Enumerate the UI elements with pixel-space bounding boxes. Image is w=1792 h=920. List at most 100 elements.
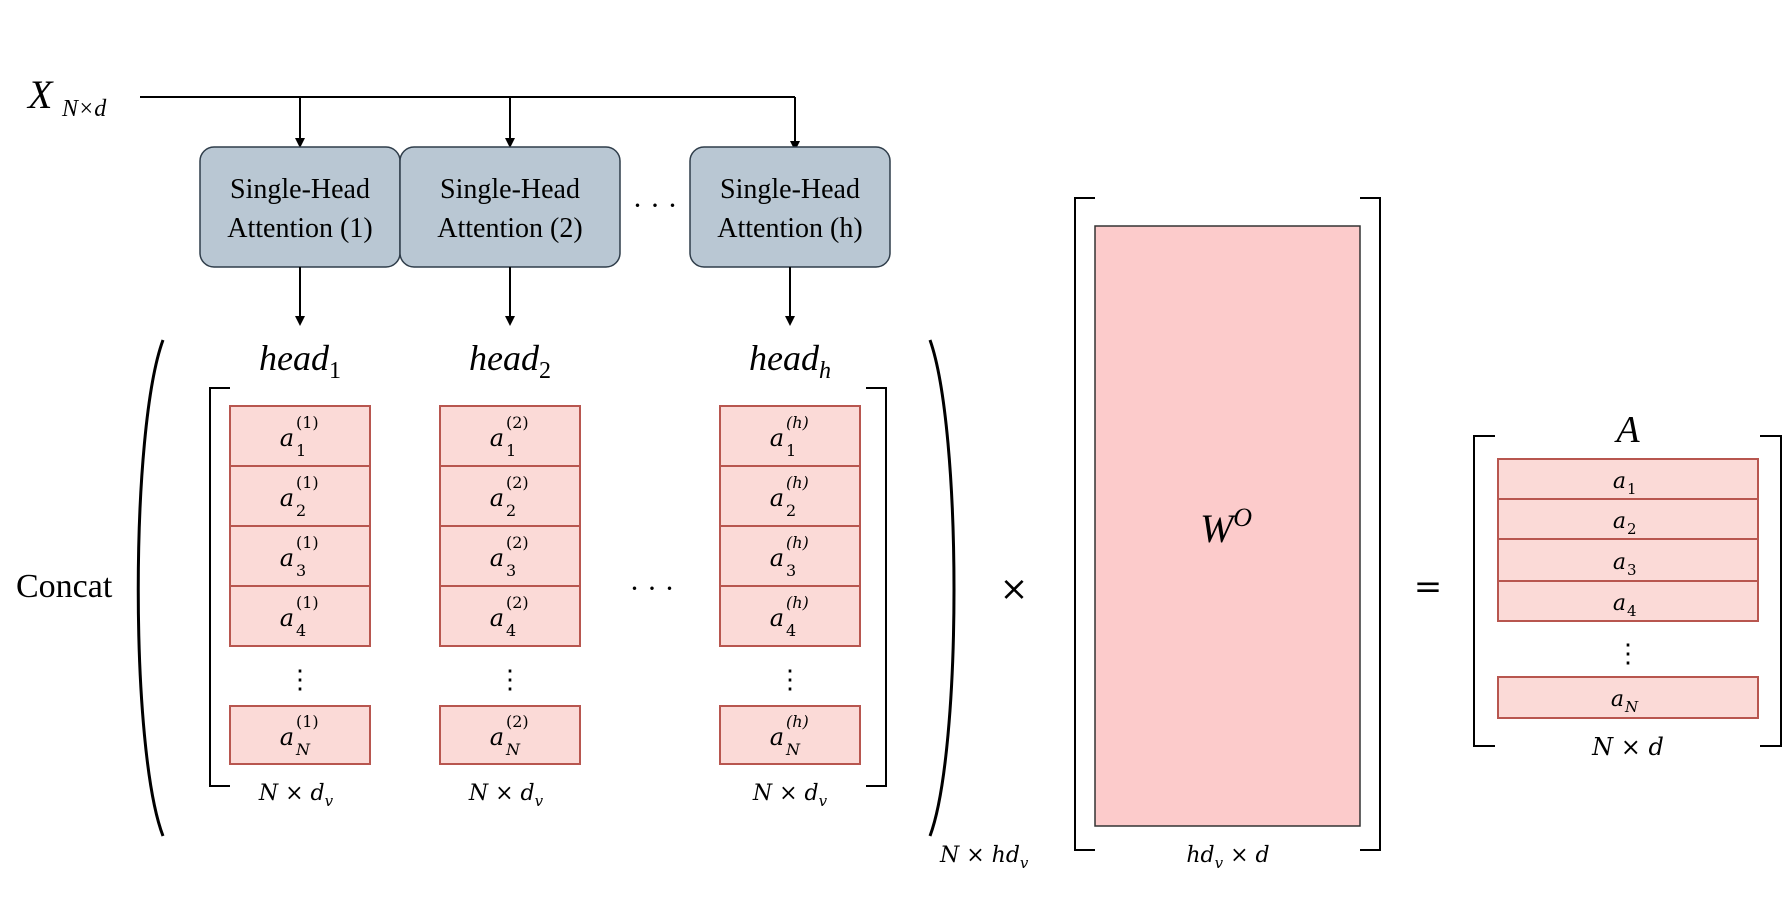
head-dims: N × dv [258,781,334,810]
attention-line2: Attention (2) [437,213,582,244]
head-row [439,525,581,587]
row-var: a [770,484,784,512]
head-title: head1 [259,338,341,384]
row-subscript: N [1624,698,1639,716]
row-superscript: (2) [506,533,529,552]
attention-line1: Single-Head [440,174,580,205]
row-subscript: 1 [1627,480,1637,498]
attention-block-2: Single-Head Attention (2) [399,146,621,268]
attention-box [689,146,891,268]
row-var: a [490,424,504,452]
row-subscript: 1 [786,441,796,460]
attention-ellipsis: · · · [633,189,678,222]
output-matrix: A a 1 a 2 a 3 a 4 ⋮ a N N × d [1473,409,1782,761]
head-row [719,585,861,647]
output-dims: N × d [1591,733,1664,761]
head-rows: a (2) 1 a (2) 2 a (2) 3 a (2) 4 ⋮ a (2) … [439,405,581,765]
row-var: a [490,544,504,572]
row-subscript: 1 [296,441,306,460]
head-row [439,585,581,647]
attention-block-h: Single-Head Attention (h) [689,146,891,268]
head-column-h: headh a (h) 1 a (h) 2 a (h) 3 a (h) 4 ⋮ … [719,338,861,810]
row-superscript: (h) [786,533,809,552]
head-row [719,405,861,467]
row-subscript: N [295,740,311,759]
row-var: a [1613,469,1626,494]
row-superscript: (2) [506,712,529,731]
row-subscript: 2 [1627,520,1637,538]
row-var: a [770,723,784,751]
head-row [719,525,861,587]
row-subscript: 4 [786,621,796,640]
times-symbol: × [1000,569,1029,609]
head-column-1: head1 a (1) 1 a (1) 2 a (1) 3 a (1) 4 ⋮ … [229,338,371,810]
input-label: X N×d [26,72,107,122]
attention-line1: Single-Head [720,174,860,205]
row-superscript: (2) [506,413,529,432]
weight-matrix-box [1094,225,1361,827]
row-superscript: (1) [296,413,319,432]
row-superscript: (h) [786,413,809,432]
weight-bracket-left [1074,197,1095,851]
row-var: a [1613,550,1626,575]
head-row [229,405,371,467]
concat-dims: N × hdv [939,843,1029,872]
head-column-2: head2 a (2) 1 a (2) 2 a (2) 3 a (2) 4 ⋮ … [439,338,581,810]
attention-box [399,146,621,268]
row-var: a [490,484,504,512]
head-row [719,705,861,765]
row-var: a [770,604,784,632]
row-var: a [770,424,784,452]
row-subscript: 1 [506,441,516,460]
row-subscript: 3 [1627,561,1637,579]
row-superscript: (1) [296,593,319,612]
weight-label: WO [1200,503,1252,551]
row-subscript: 3 [506,561,516,580]
head-dims: N × dv [468,781,544,810]
heads-ellipsis: · · · [630,572,675,605]
output-row [1497,676,1759,719]
row-superscript: (1) [296,533,319,552]
head-dims: N × dv [752,781,828,810]
input-arrows [140,96,800,151]
row-var: a [490,723,504,751]
row-subscript: N [505,740,521,759]
weight-bracket-right [1360,197,1381,851]
output-title: A [1613,409,1640,451]
head-title: head2 [469,338,551,384]
concat-bracket-left [209,387,230,787]
row-subscript: 4 [296,621,306,640]
row-subscript: 4 [506,621,516,640]
concat-bracket [209,387,887,787]
output-row [1497,498,1759,540]
row-superscript: (1) [296,712,319,731]
output-arrows [295,267,795,326]
row-superscript: (h) [786,593,809,612]
row-var: a [1613,591,1626,616]
head-row [719,465,861,527]
output-row [1497,538,1759,582]
right-parenthesis [928,339,956,837]
row-var: a [1611,687,1624,712]
head-rows: a (h) 1 a (h) 2 a (h) 3 a (h) 4 ⋮ a (h) … [719,405,861,765]
vertical-ellipsis: ⋮ [497,665,523,695]
equals-symbol: = [1414,567,1443,607]
row-superscript: (h) [786,712,809,731]
row-subscript: 3 [296,561,306,580]
vertical-ellipsis: ⋮ [1615,639,1641,669]
head-rows: a (1) 1 a (1) 2 a (1) 3 a (1) 4 ⋮ a (1) … [229,405,371,765]
output-row [1497,580,1759,622]
attention-line2: Attention (h) [717,213,862,244]
head-row [439,705,581,765]
row-var: a [1613,509,1626,534]
head-row [229,705,371,765]
row-var: a [280,604,294,632]
row-superscript: (2) [506,593,529,612]
weight-dims: hdv × d [1186,843,1269,872]
attention-line2: Attention (1) [227,213,372,244]
attention-line1: Single-Head [230,174,370,205]
vertical-ellipsis: ⋮ [287,665,313,695]
row-var: a [280,544,294,572]
